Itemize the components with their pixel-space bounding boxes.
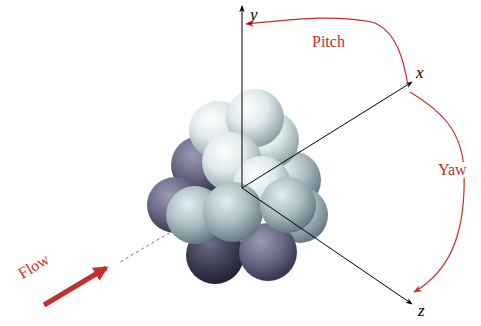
pitch-arc [246,18,408,86]
yaw-arc [410,92,464,292]
axis-label: x [416,64,424,81]
x-axis [242,82,412,188]
spheres [147,89,328,284]
y-axis [242,6,243,188]
rotation-label: Pitch [310,34,347,50]
flow-label: Flow [14,250,54,283]
flow-arrow [44,268,106,305]
rotation-label: Yaw [436,162,469,178]
axis-label: z [418,302,425,319]
z-axis [242,188,412,304]
axis-label: y [250,6,258,23]
